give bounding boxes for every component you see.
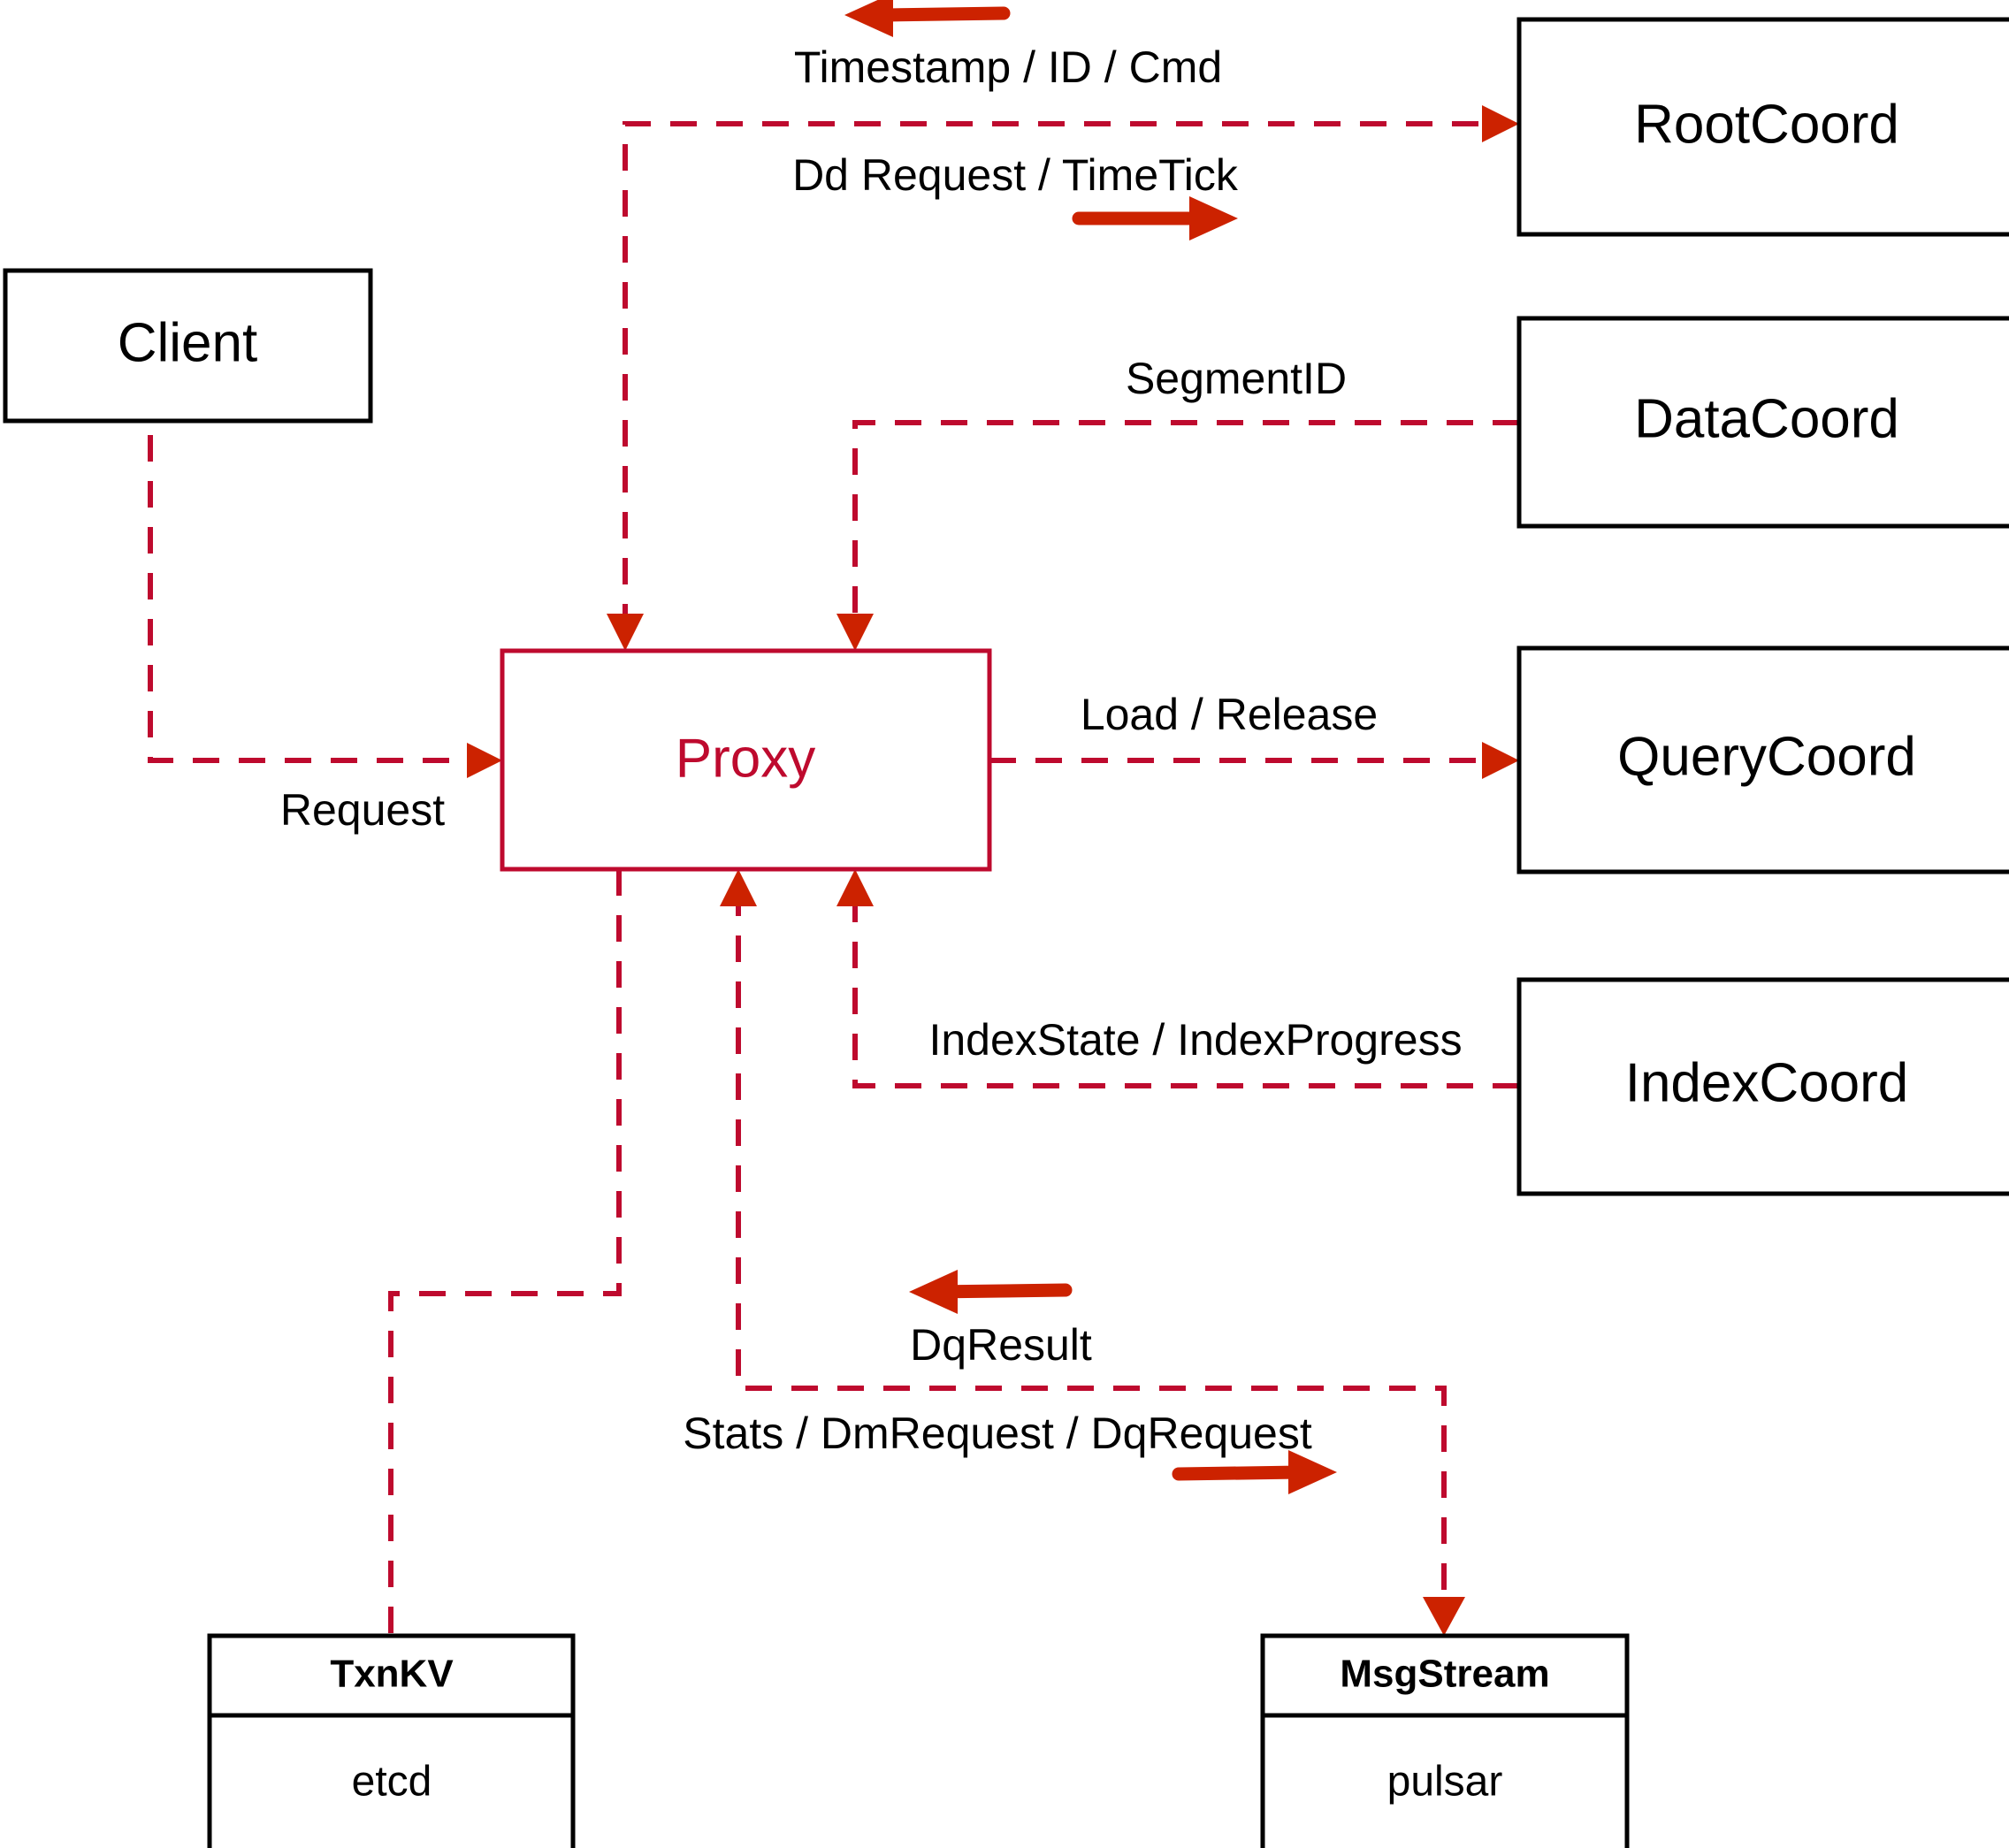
node-index-coord[interactable]: IndexCoord bbox=[1516, 977, 2009, 1196]
node-proxy[interactable]: Proxy bbox=[500, 648, 992, 872]
edge-label-ddrequest: Dd Request / TimeTick bbox=[792, 150, 1239, 200]
node-client[interactable]: Client bbox=[3, 268, 373, 424]
edge-rootcoord-in-path bbox=[623, 121, 1496, 630]
node-root-coord-label: RootCoord bbox=[1634, 94, 1899, 155]
ddrequest-flow-arrow-icon bbox=[1072, 196, 1238, 241]
node-query-coord-label: QueryCoord bbox=[1617, 726, 1916, 787]
node-data-coord[interactable]: DataCoord bbox=[1516, 316, 2009, 529]
dqrequest-flow-arrow-icon bbox=[1172, 1450, 1337, 1494]
node-txnkv[interactable]: TxnKV etcd bbox=[207, 1633, 576, 1848]
edge-label-timestamp: Timestamp / ID / Cmd bbox=[794, 42, 1222, 92]
node-query-coord[interactable]: QueryCoord bbox=[1516, 645, 2009, 874]
node-client-label: Client bbox=[118, 312, 258, 373]
edge-label-dqresult: DqResult bbox=[910, 1320, 1092, 1370]
node-data-coord-label: DataCoord bbox=[1634, 388, 1899, 449]
edge-indexcoord-state-path bbox=[852, 890, 1519, 1088]
edge-client-request-arrowhead bbox=[467, 743, 502, 778]
edge-rootcoord-out-arrowhead bbox=[607, 614, 644, 651]
node-txnkv-impl: etcd bbox=[352, 1759, 432, 1806]
edge-msgstream-request-arrowhead bbox=[1423, 1597, 1465, 1636]
timestamp-flow-arrow-icon bbox=[844, 0, 1011, 37]
node-root-coord[interactable]: RootCoord bbox=[1516, 17, 2009, 237]
edge-label-request: Request bbox=[280, 785, 445, 835]
edge-datacoord-segmentid-path bbox=[852, 420, 1519, 630]
dqresult-flow-arrow-icon bbox=[909, 1270, 1073, 1314]
edge-msgstream-path bbox=[736, 890, 1447, 1611]
edge-datacoord-segmentid-arrowhead bbox=[836, 614, 874, 651]
edge-label-indexstate: IndexState / IndexProgress bbox=[928, 1015, 1462, 1065]
node-txnkv-title: TxnKV bbox=[330, 1653, 454, 1696]
edge-rootcoord-in-arrowhead bbox=[1482, 105, 1519, 142]
node-msgstream[interactable]: MsgStream pulsar bbox=[1260, 1633, 1630, 1848]
node-msgstream-title: MsgStream bbox=[1340, 1653, 1549, 1696]
node-index-coord-label: IndexCoord bbox=[1625, 1052, 1909, 1113]
edge-msgstream-result-arrowhead bbox=[720, 869, 757, 906]
edge-label-load-release: Load / Release bbox=[1081, 690, 1378, 739]
edge-client-request-path bbox=[148, 389, 482, 763]
edge-indexcoord-state-arrowhead bbox=[836, 869, 874, 906]
edge-label-dqrequest: Stats / DmRequest / DqRequest bbox=[683, 1409, 1312, 1458]
edge-querycoord-load-arrowhead bbox=[1482, 742, 1519, 779]
node-proxy-label: Proxy bbox=[676, 728, 815, 789]
node-msgstream-impl: pulsar bbox=[1387, 1759, 1503, 1806]
edge-label-segmentid: SegmentID bbox=[1126, 354, 1347, 403]
